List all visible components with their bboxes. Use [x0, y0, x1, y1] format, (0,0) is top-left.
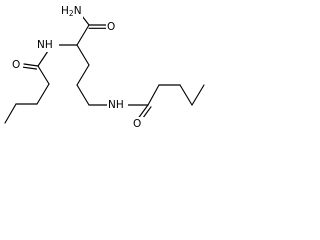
bond-left-c-double-o [23, 63, 39, 67]
atom-label-side-chain-nh: NH [108, 99, 124, 111]
atom-label-right-oxygen: O [133, 118, 141, 130]
bond-nh-left-acyl-c [37, 50, 49, 67]
bond-side-chain-2 [76, 64, 90, 86]
atom-label-left-oxygen: O [12, 59, 20, 71]
bond-left-chain-1 [37, 65, 50, 85]
atom-label-h2n: H2N [61, 5, 82, 18]
atom-label-amide-oxygen: O [107, 21, 115, 33]
chemical-structure-diagram: H2N O NH O NH O [0, 0, 207, 133]
atom-label-h2n-subscript: 2 [69, 9, 74, 18]
bond-side-chain-1 [76, 44, 90, 66]
atom-label-h2n-n: N [74, 5, 82, 17]
bond-amide-c-alpha-c [76, 24, 90, 46]
molecule-drawing: H2N O NH O NH O [4, 4, 205, 131]
bond-right-chain-4 [191, 84, 205, 106]
bond-right-chain-3 [179, 84, 193, 106]
bond-left-chain-4 [4, 103, 17, 124]
atom-labels: H2N O NH O NH O [11, 4, 144, 131]
bond-side-chain-3 [76, 84, 90, 106]
bond-left-chain-2 [36, 83, 50, 105]
bond-left-c-double-o-second [22, 66, 38, 70]
atom-label-h2n-h: H [61, 5, 69, 17]
bond-right-chain-1 [147, 84, 160, 106]
bonds [4, 11, 205, 124]
atom-label-alpha-nh: NH [37, 39, 53, 51]
